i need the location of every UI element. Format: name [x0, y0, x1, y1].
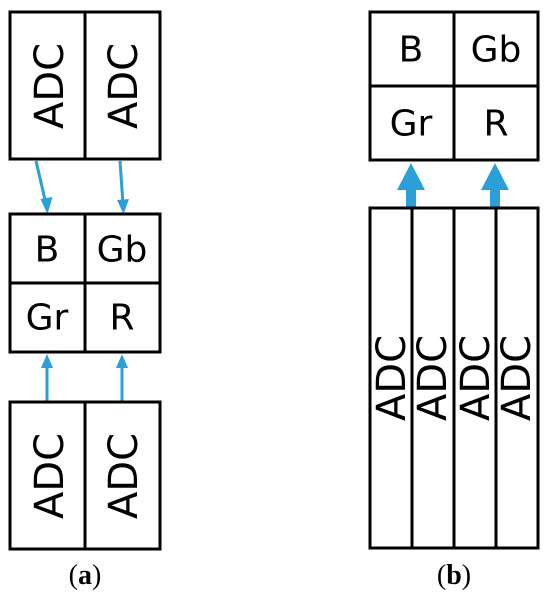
panel-a-arrowhead-top-right — [117, 199, 129, 214]
panel-b-adc-label-3: ADC — [453, 335, 499, 421]
panel-b-adc-column-1 — [368, 206, 414, 550]
panel-a: ADC ADC B Gb Gr R — [8, 10, 162, 591]
panel-a-top-adc-right — [83, 10, 162, 161]
panel-a-cell-r: R — [109, 298, 134, 339]
panel-a-cell-gb: Gb — [97, 230, 148, 271]
panel-b-caption-open: ( — [437, 560, 446, 591]
panel-b-adc-column-4 — [494, 206, 540, 550]
panel-a-top-adc-right-label: ADC — [101, 43, 147, 129]
panel-b-adc-column-2 — [410, 206, 456, 550]
panel-a-top-adc-left — [8, 10, 87, 161]
panel-b-cell-b: B — [399, 30, 424, 71]
panel-b: B Gb Gr R ADC ADC ADC ADC (b) — [368, 10, 540, 591]
panel-a-bottom-arrows — [41, 354, 128, 402]
panel-b-adc-columns: ADC ADC ADC ADC — [368, 206, 540, 550]
panel-b-arrowhead-left — [397, 163, 425, 190]
panel-a-arrowhead-top-left — [40, 197, 53, 214]
panel-b-adc-column-3 — [452, 206, 498, 550]
panel-a-bottom-adc-right-label: ADC — [101, 433, 147, 519]
panel-a-bottom-adc-block: ADC ADC — [8, 400, 162, 551]
panel-a-arrow-top-right — [118, 160, 125, 205]
panel-b-bayer-cells: B Gb Gr R — [368, 10, 540, 162]
panel-b-cell-gr: Gr — [390, 104, 433, 145]
panel-b-arrowhead-right — [481, 163, 509, 190]
panel-a-arrowhead-bottom-left — [41, 354, 53, 368]
panel-b-cell-gb: Gb — [471, 30, 522, 71]
panel-a-bottom-adc-right — [83, 400, 162, 551]
panel-b-caption-close: ) — [462, 560, 471, 591]
panel-b-adc-label-1: ADC — [369, 335, 415, 421]
panel-b-adc-label-4: ADC — [494, 335, 540, 421]
panel-a-top-arrows — [34, 160, 129, 214]
panel-b-cell-r: R — [483, 104, 508, 145]
panel-a-bottom-adc-left-label: ADC — [27, 433, 73, 519]
panel-a-arrow-top-left — [34, 160, 48, 205]
panel-b-caption: (b) — [437, 560, 471, 591]
panel-a-bottom-adc-left — [8, 400, 87, 551]
panel-a-caption-open: ( — [69, 560, 78, 591]
panel-b-arrows — [397, 163, 509, 208]
panel-a-bayer-cells: B Gb Gr R — [8, 212, 162, 354]
panel-a-caption: (a) — [69, 560, 102, 591]
panel-b-adc-label-2: ADC — [410, 335, 456, 421]
panel-b-caption-letter: b — [446, 560, 462, 591]
panel-a-caption-letter: a — [78, 560, 92, 591]
panel-a-cell-b: B — [35, 230, 60, 271]
panel-a-top-adc-block: ADC ADC — [8, 10, 162, 161]
panel-a-top-adc-left-label: ADC — [27, 43, 73, 129]
panel-a-caption-close: ) — [92, 560, 101, 591]
panel-a-cell-gr: Gr — [26, 298, 69, 339]
panel-a-arrowhead-bottom-right — [116, 354, 128, 368]
